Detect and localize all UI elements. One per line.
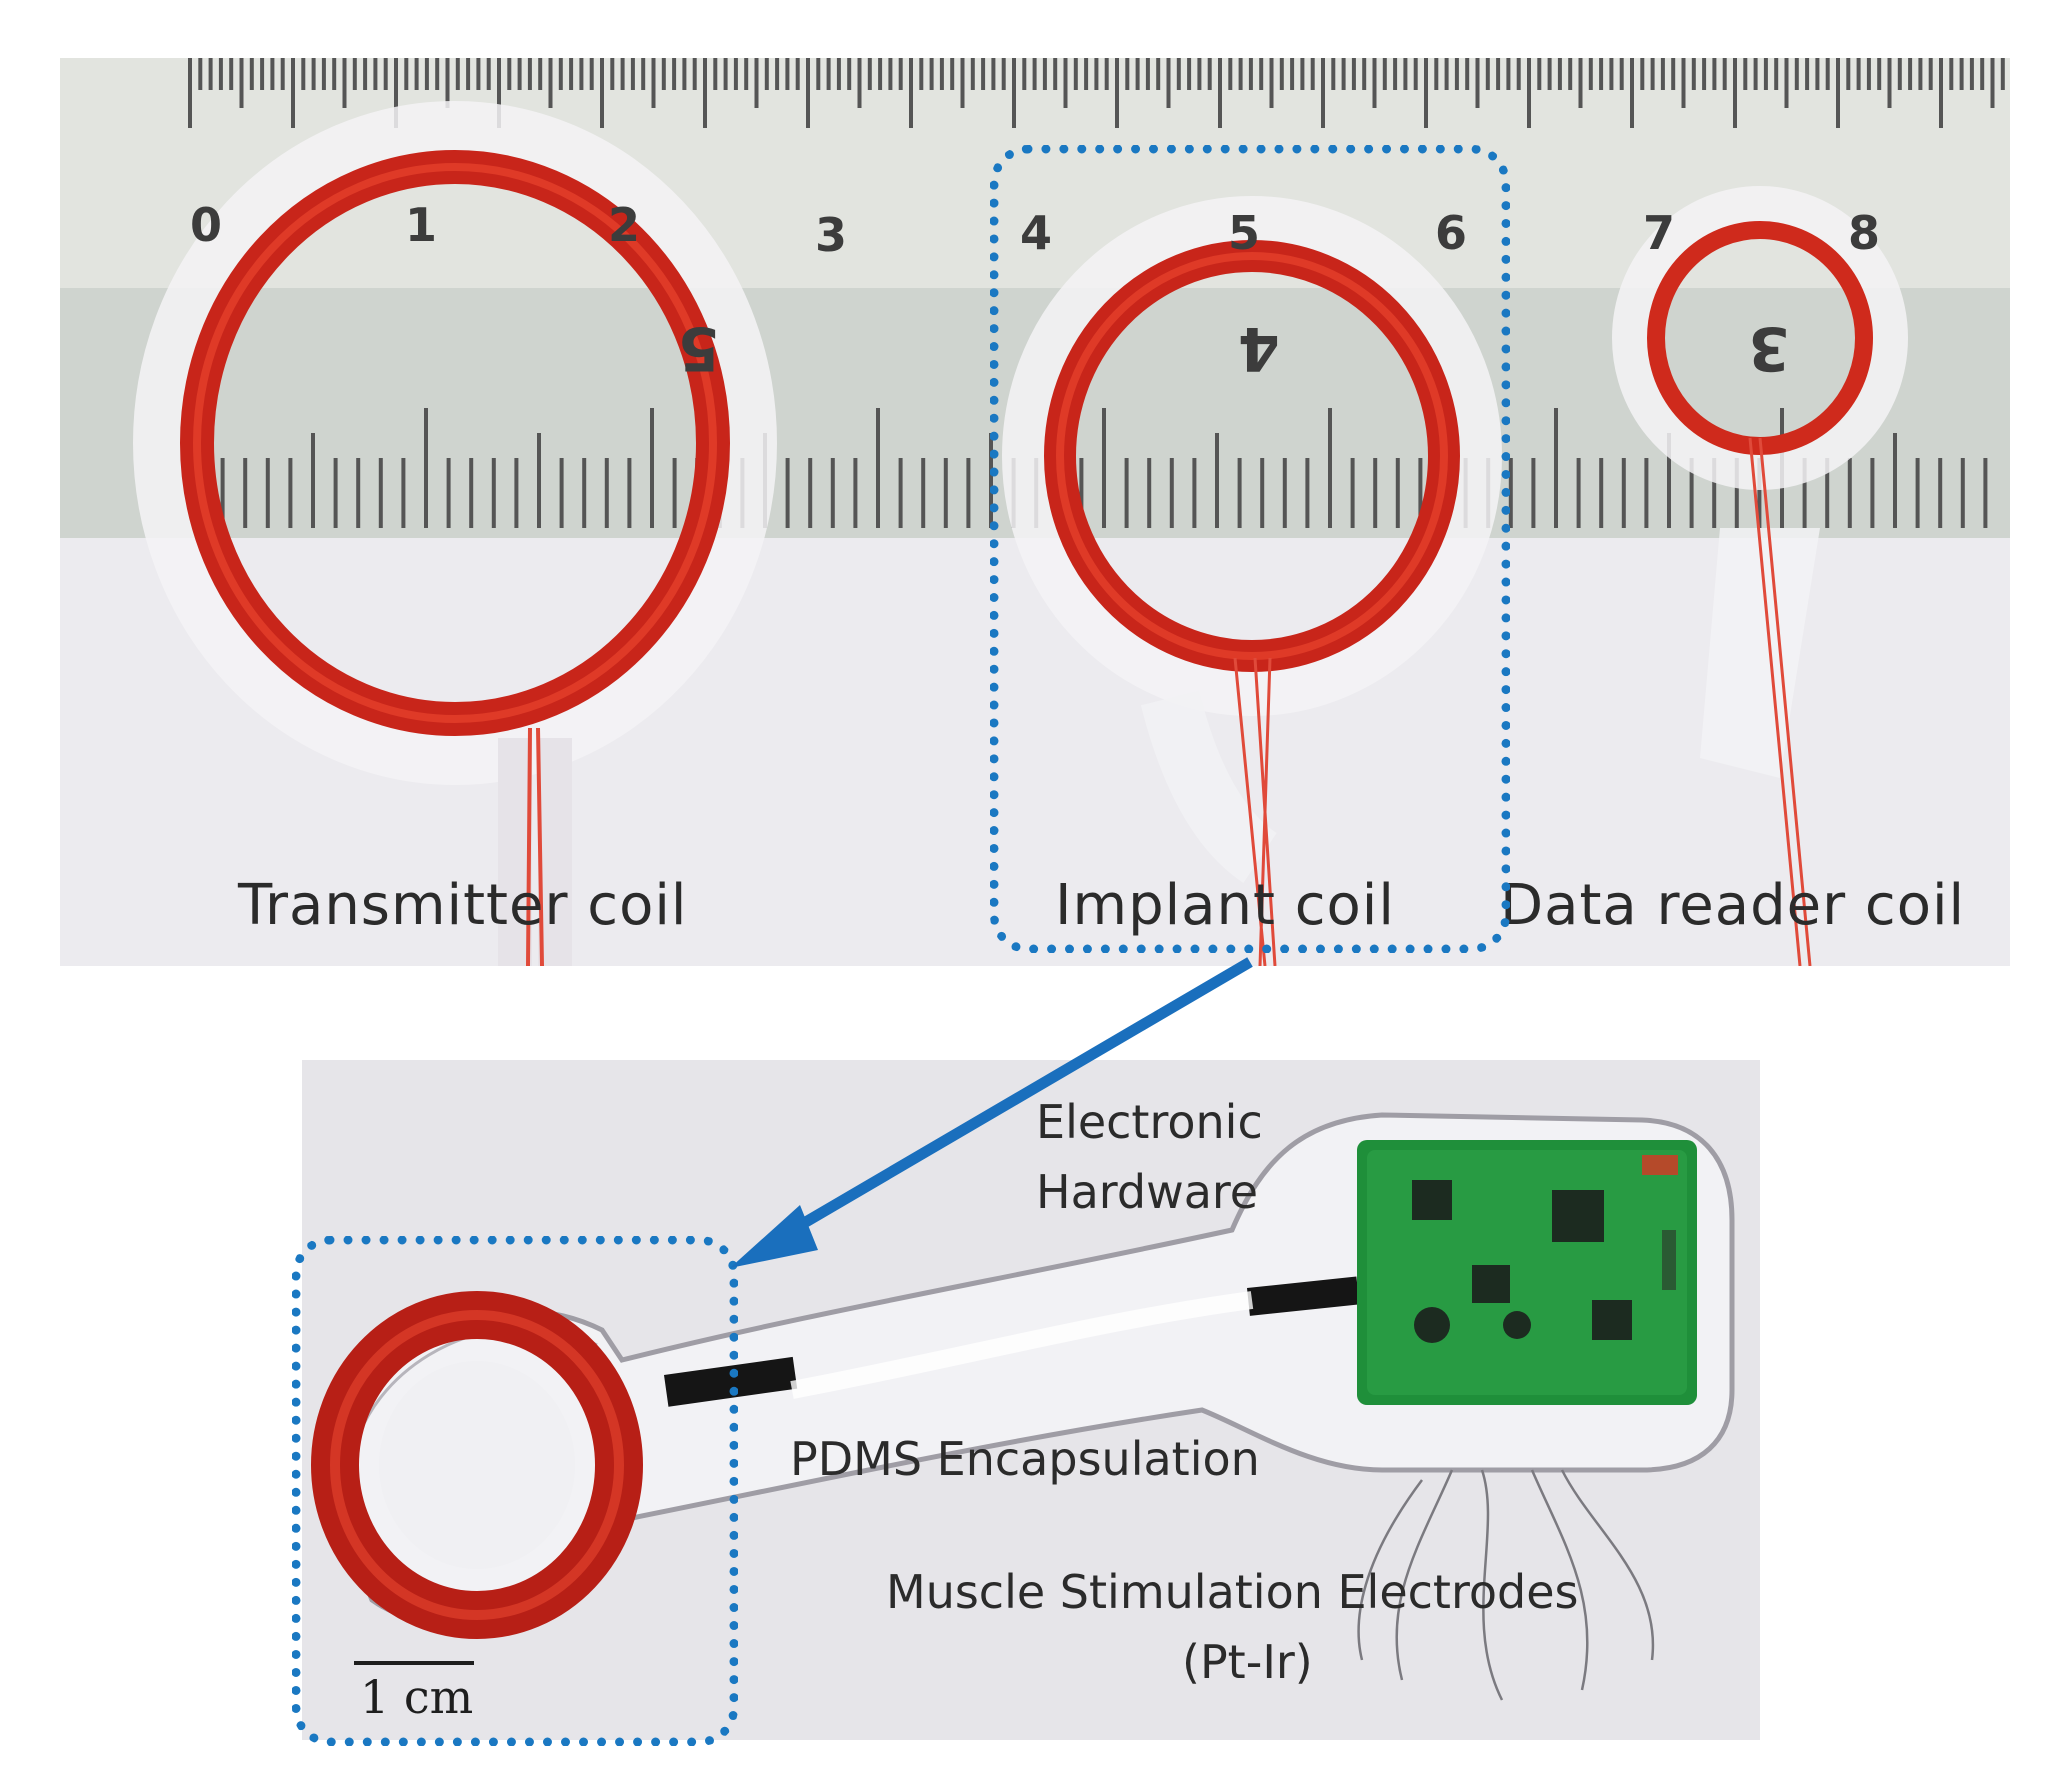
implant-highlight-box bbox=[990, 145, 1510, 953]
ruler-number: 4 bbox=[1020, 206, 1053, 260]
wire-connector bbox=[1246, 1276, 1360, 1316]
scale-bar-label: 1 cm bbox=[360, 1670, 474, 1724]
ruler-number: 7 bbox=[1643, 206, 1676, 260]
ruler-number: 1 bbox=[405, 198, 438, 252]
top-photo-panel: 0 1 2 3 4 5 6 7 8 5 4 3 Transmitter coil… bbox=[60, 58, 2010, 966]
stimulation-electrode-wires bbox=[1357, 1469, 1655, 1701]
coil-highlight-box bbox=[292, 1236, 738, 1746]
ruler-number: 6 bbox=[1435, 206, 1468, 260]
data-reader-coil bbox=[1612, 186, 1908, 966]
hardware-label: Hardware bbox=[1036, 1165, 1259, 1219]
implant-coil-encapsulated bbox=[311, 1291, 643, 1639]
electrodes-label: Muscle Stimulation Electrodes bbox=[886, 1565, 1579, 1619]
arrow-line bbox=[772, 957, 1253, 1245]
ruler-number: 0 bbox=[190, 198, 223, 252]
ruler-number: 3 bbox=[815, 208, 848, 262]
ruler-number: 2 bbox=[608, 198, 641, 252]
ruler-number: 8 bbox=[1848, 206, 1881, 260]
electrodes-material-label: (Pt-Ir) bbox=[1182, 1635, 1313, 1689]
implant-device-photo bbox=[311, 1112, 1735, 1701]
implant-coil bbox=[1002, 196, 1502, 966]
implant-coil-label: Implant coil bbox=[1055, 873, 1395, 938]
ruler-number: 5 bbox=[1228, 206, 1261, 260]
pcb-board bbox=[1357, 1140, 1697, 1405]
arrow-head-icon bbox=[730, 1205, 818, 1268]
coils-on-ruler-photo bbox=[60, 58, 2010, 966]
data-reader-coil-label: Data reader coil bbox=[1500, 873, 1966, 938]
bottom-photo-panel: Electronic Hardware PDMS Encapsulation M… bbox=[302, 1060, 1760, 1740]
transmitter-coil bbox=[133, 101, 777, 966]
transmitter-coil-label: Transmitter coil bbox=[238, 873, 688, 938]
electronic-label: Electronic bbox=[1036, 1095, 1263, 1149]
ruler-upper-ticks bbox=[188, 58, 2005, 128]
pdms-encapsulation-label: PDMS Encapsulation bbox=[790, 1432, 1260, 1486]
